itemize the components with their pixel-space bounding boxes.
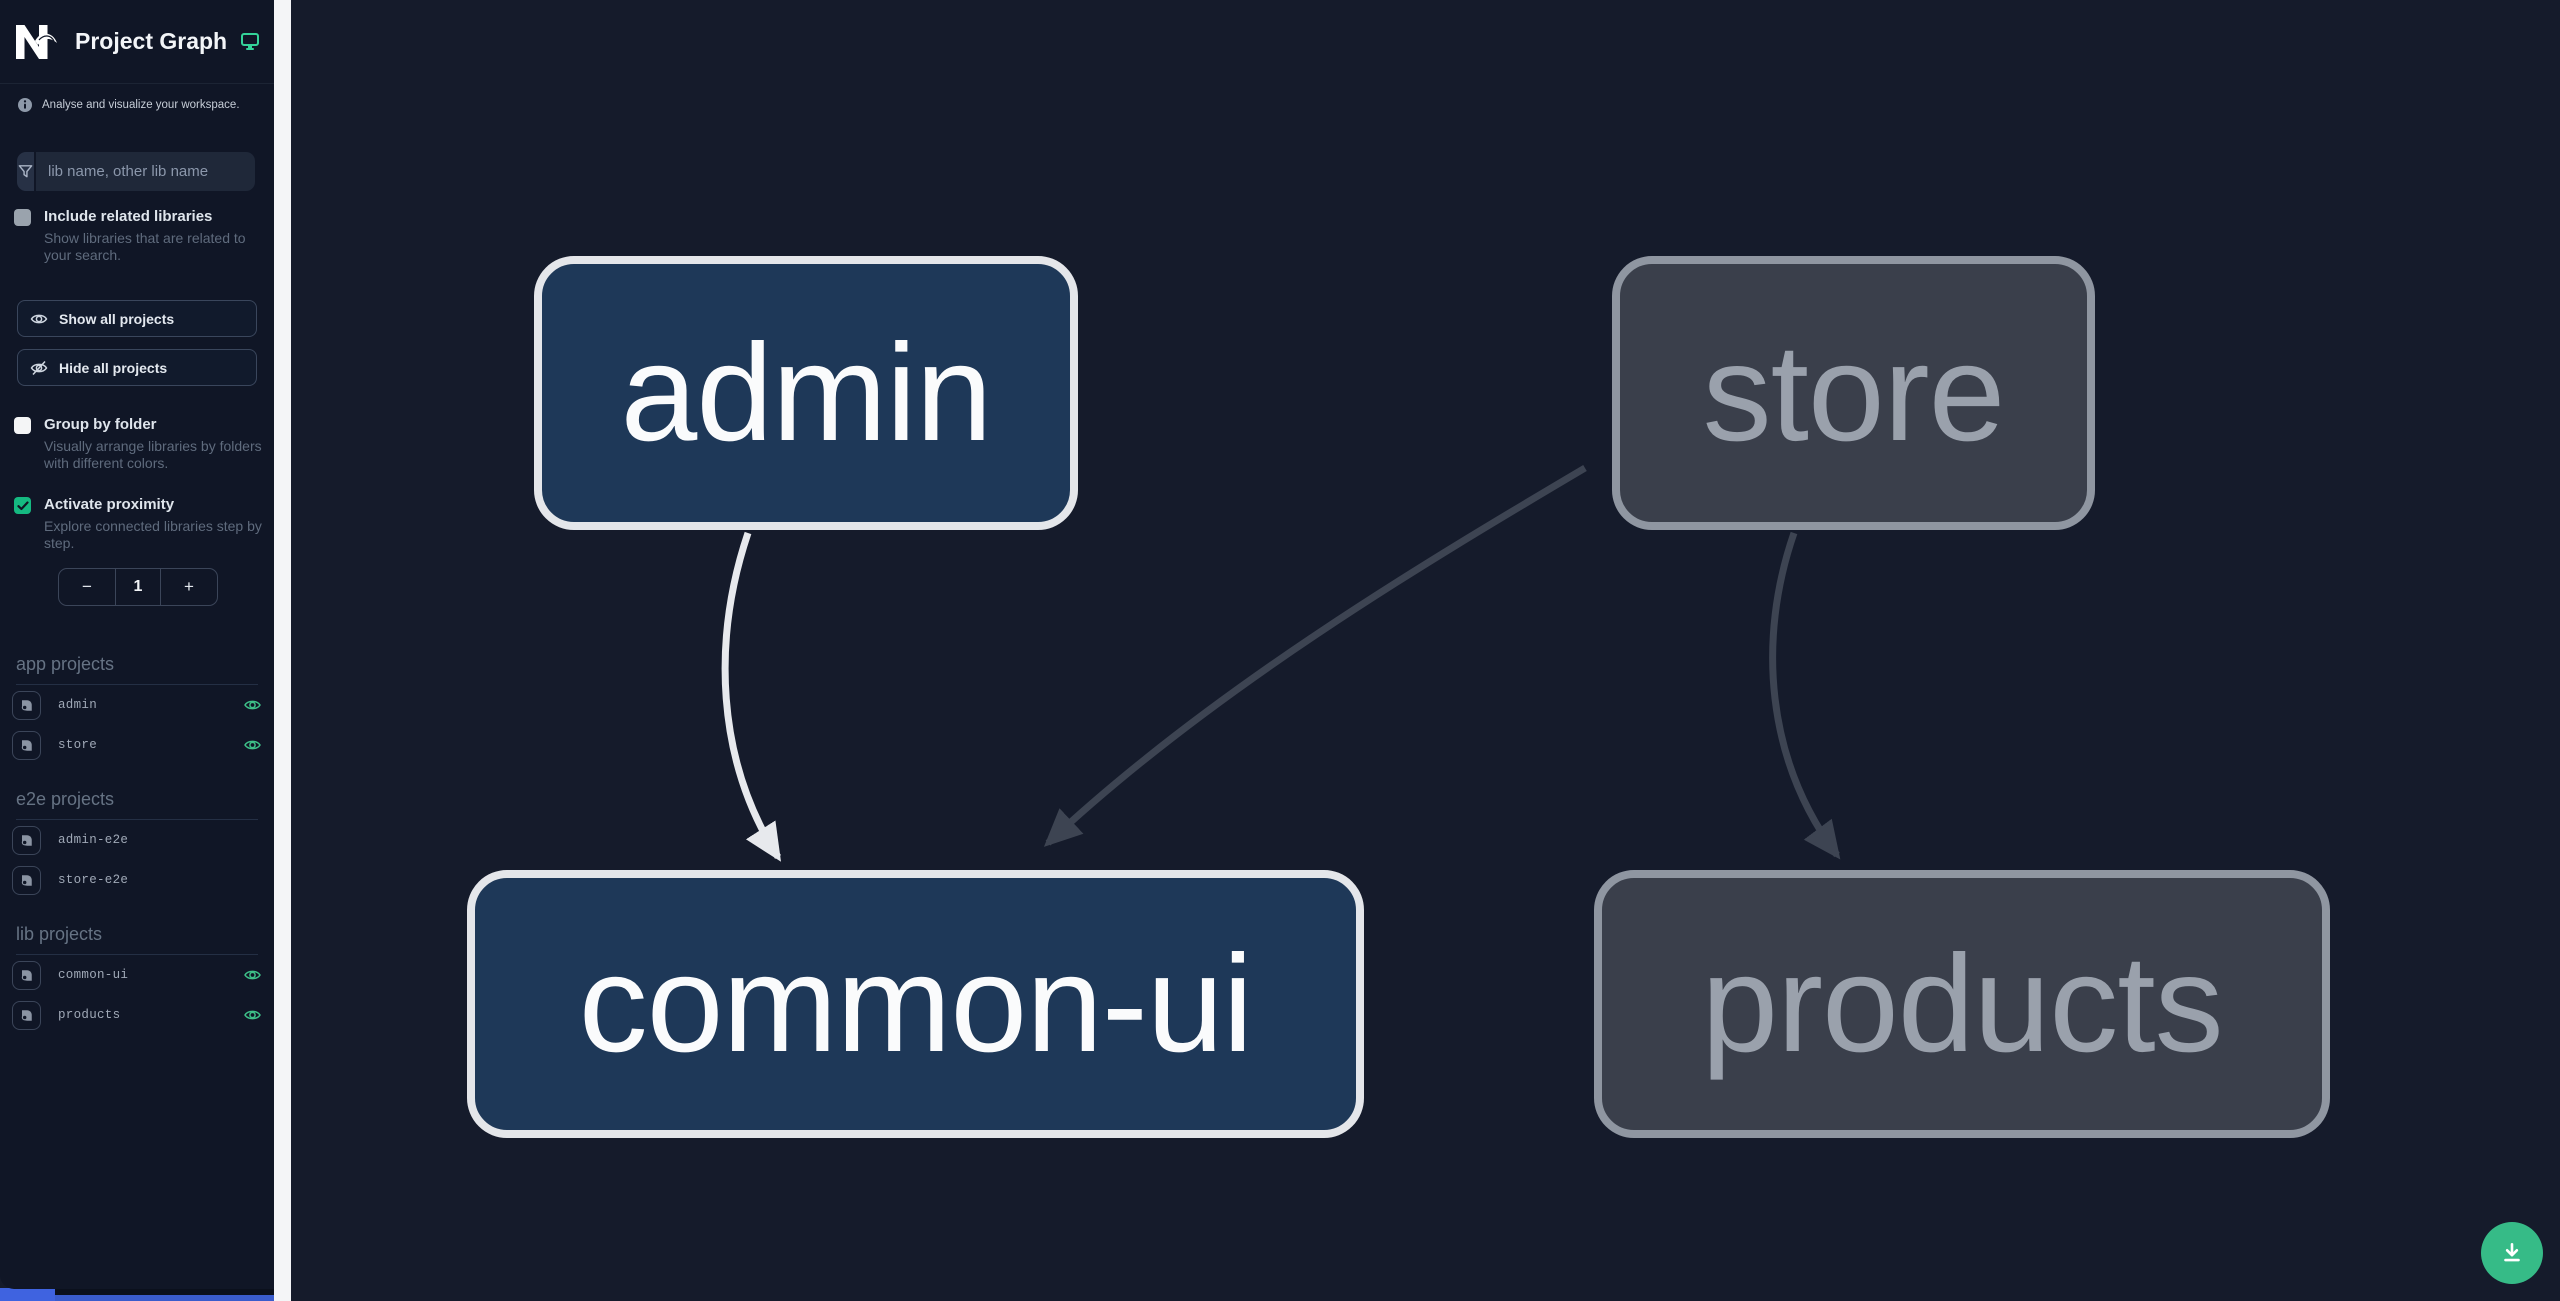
group-by-folder-description: Visually arrange libraries by folders wi… bbox=[44, 438, 262, 471]
proximity-value: 1 bbox=[115, 569, 160, 605]
sidebar-header: Project Graph bbox=[0, 0, 274, 84]
graph-node-label: store bbox=[1702, 315, 2006, 470]
graph-node-store[interactable]: store bbox=[1612, 256, 2095, 530]
project-list-item: common-ui bbox=[12, 955, 262, 995]
project-library-icon[interactable] bbox=[12, 960, 41, 990]
download-image-button[interactable] bbox=[2481, 1222, 2543, 1284]
dependency-edge-store-to-products bbox=[1769, 531, 1841, 860]
monitor-icon[interactable] bbox=[241, 33, 260, 50]
project-library-icon[interactable] bbox=[12, 825, 41, 855]
project-list-item: store bbox=[12, 725, 262, 765]
project-library-icon[interactable] bbox=[12, 1000, 41, 1030]
graph-node-label: admin bbox=[620, 315, 993, 470]
show-all-projects-button[interactable]: Show all projects bbox=[17, 300, 257, 337]
project-name[interactable]: products bbox=[58, 1008, 121, 1022]
proximity-stepper: − 1 + bbox=[58, 568, 218, 606]
workspace-tagline: Analyse and visualize your workspace. bbox=[18, 98, 240, 112]
eye-off-icon bbox=[30, 360, 48, 376]
project-name[interactable]: store bbox=[58, 738, 98, 752]
project-list-item: admin-e2e bbox=[12, 820, 262, 860]
section-title: e2e projects bbox=[16, 789, 258, 820]
download-icon bbox=[2499, 1240, 2525, 1266]
include-related-label: Include related libraries bbox=[44, 208, 213, 225]
funnel-icon bbox=[17, 152, 36, 191]
graph-node-label: common-ui bbox=[578, 926, 1254, 1081]
hide-all-projects-button[interactable]: Hide all projects bbox=[17, 349, 257, 386]
include-related-checkbox[interactable] bbox=[14, 209, 31, 226]
project-section: e2e projects admin-e2e store-e2e bbox=[0, 789, 274, 900]
project-list-item: products bbox=[12, 995, 262, 1035]
group-by-folder-row: Group by folder Visually arrange librari… bbox=[14, 416, 262, 471]
project-visible-eye-icon[interactable] bbox=[243, 697, 262, 713]
proximity-increment-button[interactable]: + bbox=[160, 569, 217, 605]
group-by-folder-label: Group by folder bbox=[44, 416, 157, 433]
graph-edges bbox=[721, 464, 1841, 862]
sidebar-scrollbar[interactable] bbox=[274, 0, 291, 1301]
project-sections: app projects admin store e2e projects admin-… bbox=[0, 654, 274, 1059]
eye-icon bbox=[30, 311, 48, 327]
activate-proximity-description: Explore connected libraries step by step… bbox=[44, 518, 262, 551]
project-section: lib projects common-ui products bbox=[0, 924, 274, 1035]
filter-input-group bbox=[17, 152, 255, 191]
activate-proximity-checkbox[interactable] bbox=[14, 497, 31, 514]
bottom-blue-bar bbox=[0, 1295, 274, 1301]
graph-node-label: products bbox=[1701, 926, 2223, 1081]
project-section: app projects admin store bbox=[0, 654, 274, 765]
project-visible-eye-icon[interactable] bbox=[243, 967, 262, 983]
project-name[interactable]: admin bbox=[58, 698, 98, 712]
project-name[interactable]: common-ui bbox=[58, 968, 129, 982]
nx-logo-icon bbox=[15, 24, 59, 60]
info-icon bbox=[18, 98, 32, 112]
project-library-icon[interactable] bbox=[12, 690, 41, 720]
section-title: lib projects bbox=[16, 924, 258, 955]
project-list-item: admin bbox=[12, 685, 262, 725]
section-title: app projects bbox=[16, 654, 258, 685]
graph-node-admin[interactable]: admin bbox=[534, 256, 1078, 530]
project-library-icon[interactable] bbox=[12, 865, 41, 895]
graph-node-common-ui[interactable]: common-ui bbox=[467, 870, 1364, 1138]
bottom-blue-chunk bbox=[0, 1288, 55, 1301]
graph-node-products[interactable]: products bbox=[1594, 870, 2330, 1138]
project-visible-eye-icon[interactable] bbox=[243, 737, 262, 753]
activate-proximity-label: Activate proximity bbox=[44, 496, 175, 513]
project-name[interactable]: admin-e2e bbox=[58, 833, 129, 847]
project-visible-eye-icon[interactable] bbox=[243, 1007, 262, 1023]
include-related-description: Show libraries that are related to your … bbox=[44, 230, 246, 263]
project-library-icon[interactable] bbox=[12, 730, 41, 760]
graph-canvas[interactable]: admin store common-ui products bbox=[291, 0, 2560, 1301]
sidebar: Project Graph Analyse and visualize your… bbox=[0, 0, 274, 1289]
project-name[interactable]: store-e2e bbox=[58, 873, 129, 887]
proximity-decrement-button[interactable]: − bbox=[59, 569, 115, 605]
project-list-item: store-e2e bbox=[12, 860, 262, 900]
include-related-row: Include related libraries Show libraries… bbox=[14, 208, 262, 263]
page-title: Project Graph bbox=[75, 28, 228, 54]
dependency-edge-store-to-common-ui bbox=[1043, 464, 1587, 847]
group-by-folder-checkbox[interactable] bbox=[14, 417, 31, 434]
activate-proximity-row: Activate proximity Explore connected lib… bbox=[14, 496, 262, 551]
filter-input[interactable] bbox=[36, 152, 255, 191]
dependency-edge-admin-to-common-ui bbox=[721, 531, 782, 862]
